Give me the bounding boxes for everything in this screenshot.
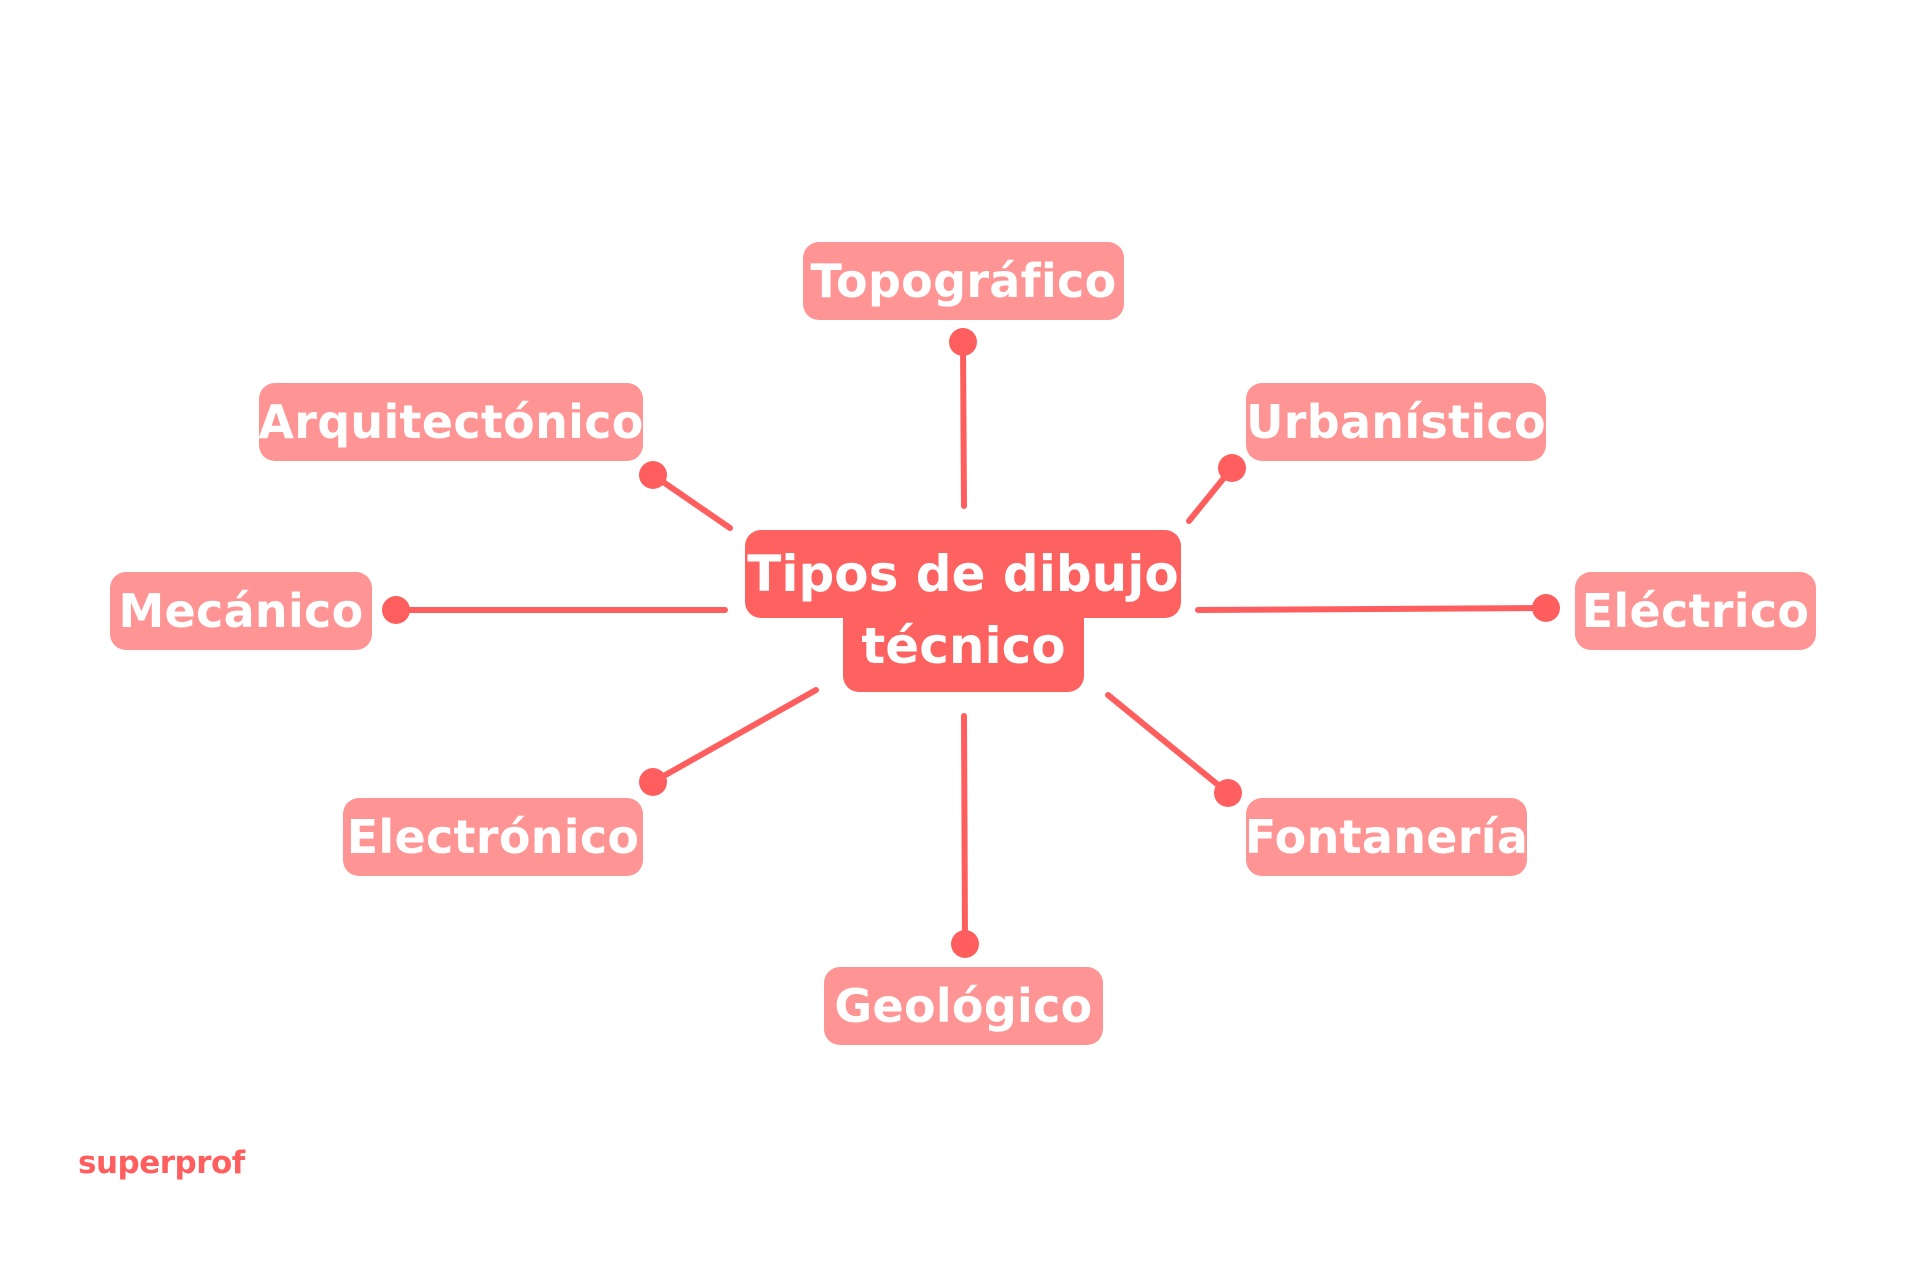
- node-label-electronico: Electrónico: [346, 810, 640, 864]
- node-topografico: Topográfico: [803, 242, 1124, 320]
- node-arquitectonico: Arquitectónico: [258, 383, 644, 461]
- node-electrico: Eléctrico: [1575, 572, 1816, 650]
- node-label-topografico: Topográfico: [810, 254, 1117, 308]
- connector-dot-mecanico: [382, 596, 410, 624]
- connector-electrico: [1195, 605, 1549, 613]
- connector-dot-electrico: [1532, 594, 1560, 622]
- connector-dot-topografico: [949, 328, 977, 356]
- connector-fontaneria: [1105, 692, 1231, 796]
- node-geologico: Geológico: [824, 967, 1103, 1045]
- node-label-mecanico: Mecánico: [118, 584, 364, 638]
- center-title-line1: Tipos de dibujo: [747, 545, 1179, 603]
- center-node-line2: técnico: [843, 600, 1084, 692]
- connector-electronico: [650, 687, 819, 785]
- node-electronico: Electrónico: [343, 798, 643, 876]
- node-label-arquitectonico: Arquitectónico: [258, 395, 644, 449]
- connector-geologico: [961, 713, 968, 947]
- connector-dot-geologico: [951, 930, 979, 958]
- node-fontaneria: Fontanería: [1244, 798, 1529, 876]
- connector-arquitectonico: [650, 472, 733, 531]
- connector-dot-urbanistico: [1218, 454, 1246, 482]
- node-urbanistico: Urbanístico: [1246, 383, 1546, 461]
- node-mecanico: Mecánico: [110, 572, 372, 650]
- superprof-logo: superprof: [78, 1145, 245, 1181]
- node-label-geologico: Geológico: [834, 979, 1093, 1033]
- connector-dot-arquitectonico: [639, 461, 667, 489]
- connector-topografico: [960, 339, 967, 509]
- connector-dot-electronico: [639, 768, 667, 796]
- center-title-line2: técnico: [861, 617, 1066, 675]
- node-label-fontaneria: Fontanería: [1244, 810, 1529, 864]
- connector-dot-fontaneria: [1214, 779, 1242, 807]
- node-label-electrico: Eléctrico: [1581, 584, 1810, 638]
- node-label-urbanistico: Urbanístico: [1246, 395, 1546, 449]
